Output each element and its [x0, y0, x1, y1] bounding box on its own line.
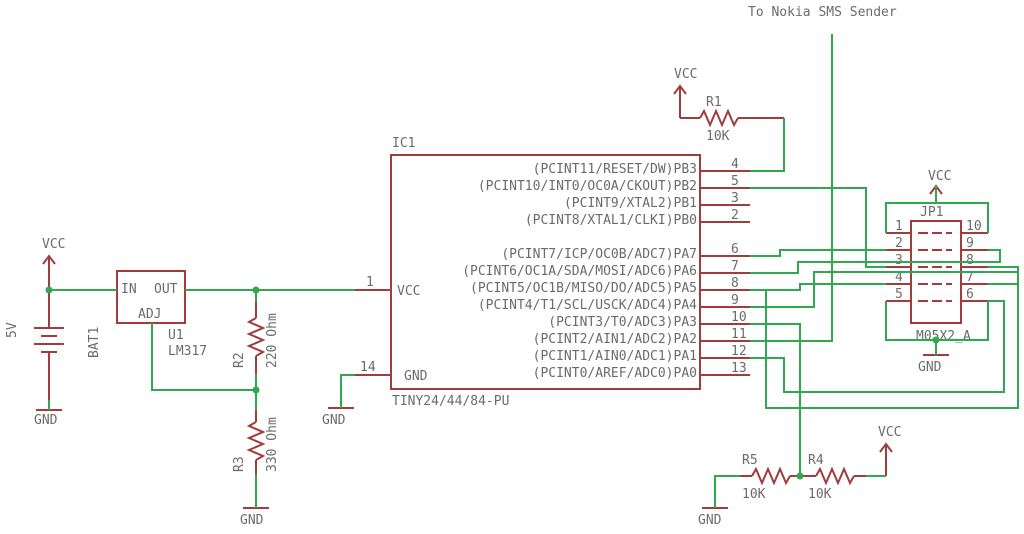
- u1-part: LM317: [168, 344, 207, 359]
- jp1-pin-num: 8: [966, 253, 974, 268]
- ic1-pin-num: 6: [731, 242, 739, 257]
- r4-value: 10K: [808, 487, 832, 502]
- jp1-pin-num: 3: [895, 253, 903, 268]
- ic1-pin-num: 7: [731, 259, 739, 274]
- r5-name: R5: [742, 453, 758, 468]
- ic1-pin-label: (PCINT6/OC1A/SDA/MOSI/ADC6)PA6: [462, 264, 697, 279]
- jp1-part: M05X2_A: [916, 329, 971, 344]
- ic1-vcc-label: VCC: [397, 284, 420, 299]
- ic1-pin-label: (PCINT9/XTAL2)PB1: [564, 196, 697, 211]
- ic1-pin-label: (PCINT4/T1/SCL/USCK/ADC4)PA4: [478, 298, 697, 313]
- vcc-label-r4: VCC: [878, 425, 901, 440]
- ic1-name: IC1: [392, 136, 415, 151]
- gnd-label-r5: GND: [698, 513, 722, 528]
- ic1-pin-label: (PCINT2/AIN1/ADC2)PA2: [533, 332, 697, 347]
- jp1-pin-num: 1: [895, 219, 903, 234]
- resistor-r2: [246, 302, 266, 374]
- ic1-right-pins: (PCINT11/RESET/DW)PB3 (PCINT10/INT0/OC0A…: [462, 157, 750, 381]
- vcc-label-jp1: VCC: [928, 169, 951, 184]
- ic1-pin-num: 3: [731, 191, 739, 206]
- jp1-pin-num: 4: [895, 270, 903, 285]
- r1-name: R1: [706, 95, 722, 110]
- vcc-symbol-r1: [673, 84, 687, 118]
- r2-name: R2: [232, 352, 247, 368]
- wires: [48, 34, 1019, 508]
- gnd-label-jp1: GND: [918, 360, 942, 375]
- ic1-pin-1-num: 1: [366, 275, 374, 290]
- gnd-label-r3: GND: [240, 513, 264, 528]
- junction-dots: [45, 286, 940, 480]
- jp1-pins: 1 2 3 4 5 10 9 8 7 6: [886, 219, 988, 302]
- battery-bat1: [34, 290, 64, 410]
- ic1-pin-label: (PCINT7/ICP/OC0B/ADC7)PA7: [501, 247, 697, 262]
- resistor-r3: [246, 410, 266, 474]
- jp1-pin-num: 6: [966, 287, 974, 302]
- ic1-pin-label: (PCINT5/OC1B/MISO/DO/ADC5)PA5: [470, 281, 697, 296]
- ic1-part: TINY24/44/84-PU: [392, 394, 509, 409]
- r1-value: 10K: [706, 129, 730, 144]
- jp1-pin-num: 7: [966, 270, 974, 285]
- u1-in-label: IN: [121, 282, 137, 297]
- resistor-r5: [740, 466, 800, 486]
- ic1-pin-label: (PCINT1/AIN0/ADC1)PA1: [533, 349, 697, 364]
- jp1-pin-num: 10: [966, 219, 982, 234]
- ic1-pin-num: 11: [731, 327, 747, 342]
- r2-value: 220 Ohm: [265, 313, 280, 368]
- ic1-pin-num: 10: [731, 310, 747, 325]
- vcc-label-r1: VCC: [674, 67, 697, 82]
- r3-name: R3: [232, 456, 247, 472]
- jp1-pin-num: 9: [966, 236, 974, 251]
- ic1-pin-label: (PCINT8/XTAL1/CLKI)PB0: [525, 213, 697, 228]
- ic1-pin-label: (PCINT3/T0/ADC3)PA3: [548, 315, 697, 330]
- gnd-label-battery: GND: [34, 413, 58, 428]
- ic1-pin-num: 2: [731, 208, 739, 223]
- battery-name: BAT1: [87, 327, 102, 358]
- ic1-gnd-label: GND: [404, 369, 428, 384]
- ic1-pin-label: (PCINT10/INT0/OC0A/CKOUT)PB2: [478, 179, 697, 194]
- resistor-r1: [680, 108, 784, 128]
- jp1-pin-num: 2: [895, 236, 903, 251]
- u1-name: U1: [168, 328, 184, 343]
- u1-out-label: OUT: [154, 282, 178, 297]
- resistor-r4: [800, 466, 866, 486]
- gnd-label-ic: GND: [322, 413, 346, 428]
- battery-value: 5V: [5, 322, 20, 338]
- ic1-pin-num: 9: [731, 293, 739, 308]
- ic1-pin-label: (PCINT11/RESET/DW)PB3: [533, 162, 697, 177]
- r4-name: R4: [808, 453, 824, 468]
- r3-value: 330 Ohm: [265, 417, 280, 472]
- ic1-pin-num: 13: [731, 361, 747, 376]
- jp1-name: JP1: [920, 205, 943, 220]
- vcc-label-battery: VCC: [42, 237, 65, 252]
- vcc-symbol-r4: [879, 442, 893, 476]
- top-note-label: To Nokia SMS Sender: [748, 5, 897, 20]
- ic1-pin-num: 5: [731, 174, 739, 189]
- ic1-pin-num: 8: [731, 276, 739, 291]
- vcc-symbol-battery: [42, 254, 56, 290]
- ic1-pin-num: 4: [731, 157, 739, 172]
- ic1-pin-14-num: 14: [360, 360, 376, 375]
- r5-value: 10K: [742, 487, 766, 502]
- ic1-pin-label: (PCINT0/AREF/ADC0)PA0: [533, 366, 697, 381]
- jp1-pin-num: 5: [895, 287, 903, 302]
- u1-adj-label: ADJ: [138, 307, 161, 322]
- ic1-pin-num: 12: [731, 344, 747, 359]
